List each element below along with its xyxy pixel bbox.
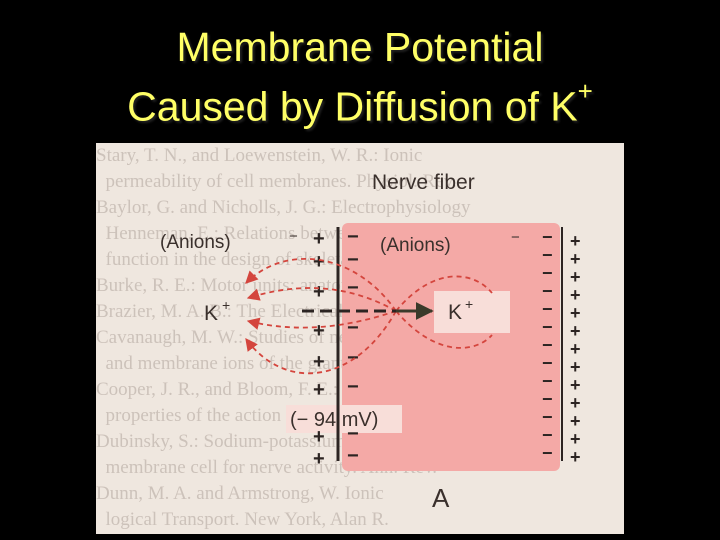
svg-text:+: + [313, 320, 325, 342]
svg-text:+: + [313, 228, 325, 250]
membrane-diagram: +− +− +− +− +− +− +− +− −+ −+ −+ −+ −+ −… [160, 171, 581, 513]
svg-text:−: − [542, 227, 553, 247]
svg-text:−: − [542, 263, 553, 283]
svg-text:−: − [542, 443, 553, 463]
anions-inside-sign: − [511, 229, 520, 246]
voltage-label: (− 94 mV) [290, 409, 378, 431]
k-outside-label: K [204, 302, 218, 325]
voltage-box [286, 405, 402, 433]
svg-text:−: − [542, 281, 553, 301]
anions-outside-label: (Anions) [160, 232, 231, 253]
svg-text:+: + [313, 351, 325, 373]
svg-text:+: + [313, 251, 325, 273]
svg-text:+: + [570, 285, 581, 305]
svg-text:−: − [542, 407, 553, 427]
background-text-line: permeability of cell membranes. Physiol.… [96, 171, 457, 192]
panel-label: A [432, 483, 450, 513]
svg-text:+: + [570, 249, 581, 269]
svg-text:−: − [347, 226, 359, 248]
title-line-2-text: Caused by Diffusion of K [127, 83, 578, 130]
k-inside-box [434, 291, 510, 333]
svg-text:−: − [347, 277, 359, 299]
svg-text:+: + [313, 281, 325, 303]
background-page-text: Stary, T. N., and Loewenstein, W. R.: Io… [96, 143, 624, 534]
k-inside-charge: + [465, 296, 473, 312]
svg-text:−: − [347, 445, 359, 467]
k-inside-label: K [448, 301, 462, 324]
svg-text:−: − [542, 389, 553, 409]
svg-text:+: + [570, 357, 581, 377]
title-line-2: Caused by Diffusion of K+ [0, 72, 720, 132]
title-line-1: Membrane Potential [176, 24, 544, 70]
svg-text:−: − [347, 317, 359, 339]
svg-text:−: − [542, 371, 553, 391]
svg-text:−: − [542, 245, 553, 265]
svg-text:+: + [570, 231, 581, 251]
svg-text:−: − [542, 425, 553, 445]
anions-outside-sign: − [289, 228, 298, 245]
svg-text:+: + [570, 447, 581, 467]
svg-text:+: + [313, 379, 325, 401]
svg-text:+: + [570, 375, 581, 395]
slide-title: Membrane Potential Caused by Diffusion o… [0, 22, 720, 132]
anions-inside-label: (Anions) [380, 235, 451, 256]
svg-text:+: + [570, 411, 581, 431]
svg-text:+: + [570, 321, 581, 341]
left-membrane-charges: +− +− +− +− +− +− +− +− [313, 226, 359, 470]
svg-text:−: − [347, 376, 359, 398]
svg-text:−: − [347, 249, 359, 271]
svg-text:+: + [570, 303, 581, 323]
svg-text:+: + [570, 429, 581, 449]
svg-text:−: − [542, 317, 553, 337]
title-superscript: + [577, 76, 593, 106]
svg-text:+: + [570, 339, 581, 359]
right-membrane-charges: −+ −+ −+ −+ −+ −+ −+ −+ −+ −+ −+ −+ −+ [542, 227, 581, 467]
nerve-fiber-label: Nerve fiber [372, 171, 475, 194]
svg-text:+: + [313, 426, 325, 448]
svg-text:−: − [347, 423, 359, 445]
background-text-line: logical Transport. New York, Alan R. [96, 509, 389, 530]
svg-text:+: + [313, 448, 325, 470]
svg-text:−: − [347, 347, 359, 369]
svg-text:+: + [570, 267, 581, 287]
svg-text:−: − [542, 299, 553, 319]
background-text-line: Dunn, M. A. and Armstrong, W. Ionic [96, 483, 384, 504]
diffusion-arrows [245, 257, 493, 375]
textbook-figure: Stary, T. N., and Loewenstein, W. R.: Io… [96, 143, 624, 534]
svg-text:−: − [542, 353, 553, 373]
background-text-line: Baylor, G. and Nicholls, J. G.: Electrop… [96, 197, 471, 218]
k-outside-charge: + [222, 297, 230, 313]
svg-text:+: + [570, 393, 581, 413]
svg-text:−: − [542, 335, 553, 355]
background-text-line: Stary, T. N., and Loewenstein, W. R.: Io… [96, 145, 423, 166]
